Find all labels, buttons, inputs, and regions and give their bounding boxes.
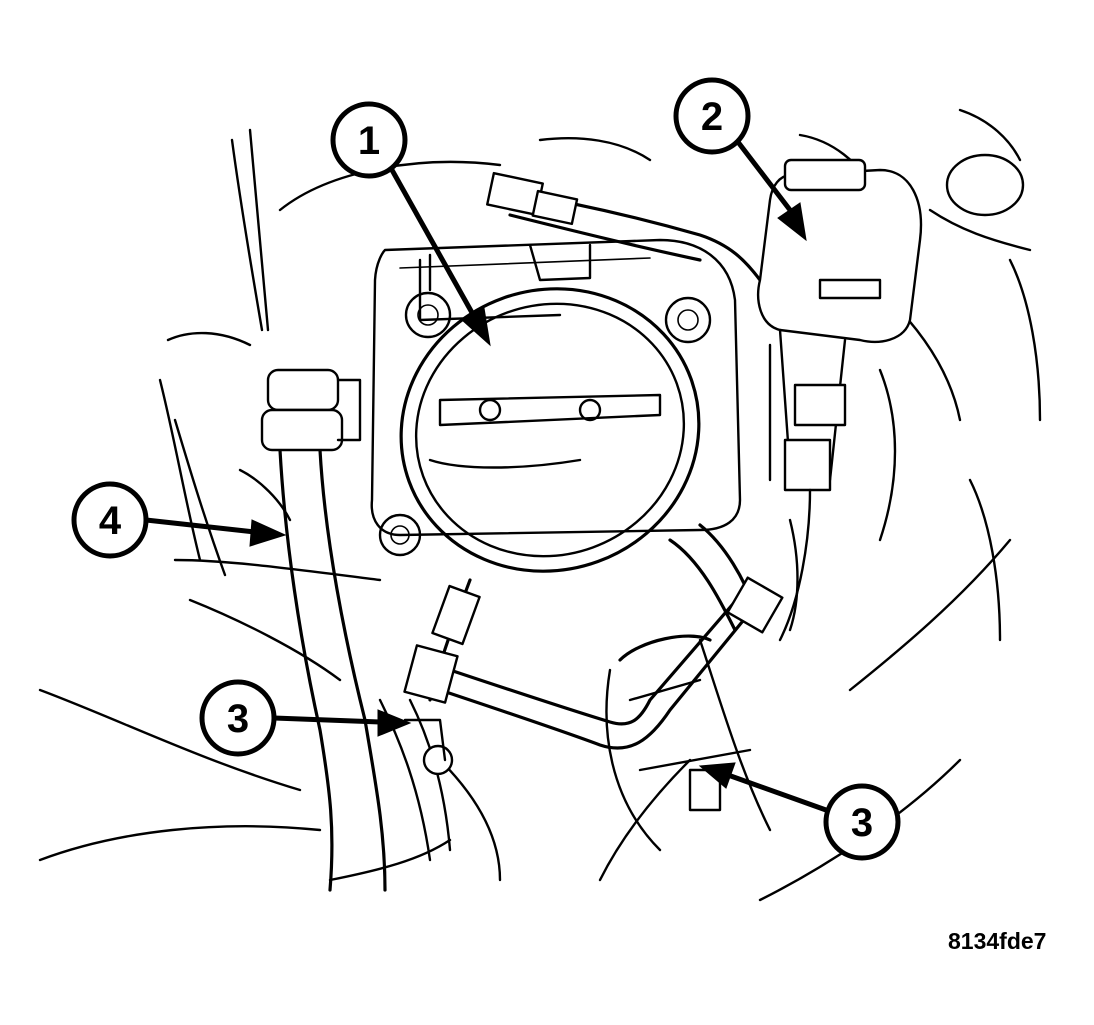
callout-label: 3 <box>227 697 249 741</box>
figure-id: 8134fde7 <box>948 928 1047 954</box>
throttle-body <box>370 238 742 573</box>
callout-label: 1 <box>358 119 380 163</box>
callout-3-left: 3 <box>199 679 412 757</box>
callout-4: 4 <box>71 481 287 559</box>
callout-label: 2 <box>701 95 723 139</box>
lower-vacuum-tubes <box>403 518 799 750</box>
callout-2: 2 <box>673 77 807 242</box>
callout-label: 3 <box>851 801 873 845</box>
sensor-connector <box>757 158 923 642</box>
upper-vacuum-hose <box>486 171 762 282</box>
intake-hose-clamps <box>378 634 772 862</box>
callout-1: 1 <box>330 101 491 347</box>
callout-3-right: 3 <box>698 762 901 861</box>
callout-label: 4 <box>99 499 122 543</box>
left-hose <box>260 368 387 892</box>
